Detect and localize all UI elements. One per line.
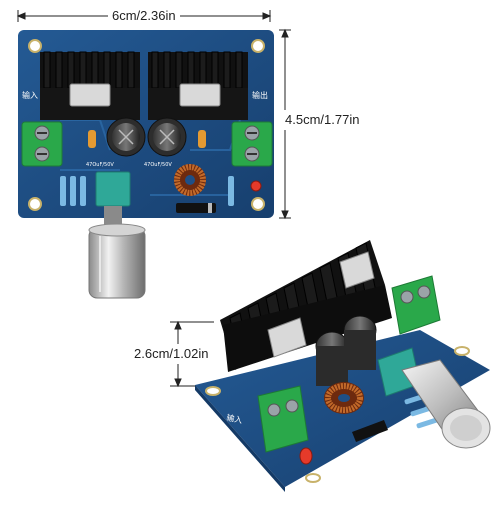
silk-input-marking: 输入 — [22, 90, 38, 100]
height-dimension-line — [279, 28, 291, 220]
inductor-angled — [324, 382, 364, 414]
mounting-hole — [28, 39, 265, 211]
knob-angled-view — [401, 359, 491, 449]
depth-dimension-label: 2.6cm/1.02in — [132, 344, 211, 364]
capacitor-angled — [315, 315, 377, 386]
led-angled — [299, 447, 313, 465]
heatsink-right — [148, 51, 248, 120]
width-dimension-label: 6cm/2.36in — [108, 8, 180, 24]
height-dimension-label: 4.5cm/1.77in — [283, 110, 362, 130]
screw-terminal-angled-left — [257, 385, 309, 453]
inductor-toroid — [174, 164, 206, 196]
silk-angled-input-marking: 输入 — [226, 412, 244, 425]
silk-output-marking: 输出 — [252, 90, 268, 100]
screw-terminal-input — [21, 121, 63, 167]
led-indicator — [250, 180, 262, 192]
capacitor-left — [106, 117, 146, 157]
potentiometer-top — [95, 171, 131, 220]
screw-terminal-output — [231, 121, 273, 167]
silk-cap-right-marking: 47OuF/50V — [144, 162, 172, 168]
pcb-angled-view: 输入 — [195, 240, 490, 492]
resistor-array — [60, 176, 234, 206]
capacitor-right — [147, 117, 187, 157]
diode — [176, 203, 216, 213]
silk-cap-left-marking: 47OuF/50V — [86, 162, 114, 168]
screw-terminal-angled-right — [391, 275, 441, 335]
pcb-top-view: 输入 输出 47OuF/50V 47OuF/50V — [18, 30, 274, 220]
knob-top-view — [88, 218, 146, 299]
